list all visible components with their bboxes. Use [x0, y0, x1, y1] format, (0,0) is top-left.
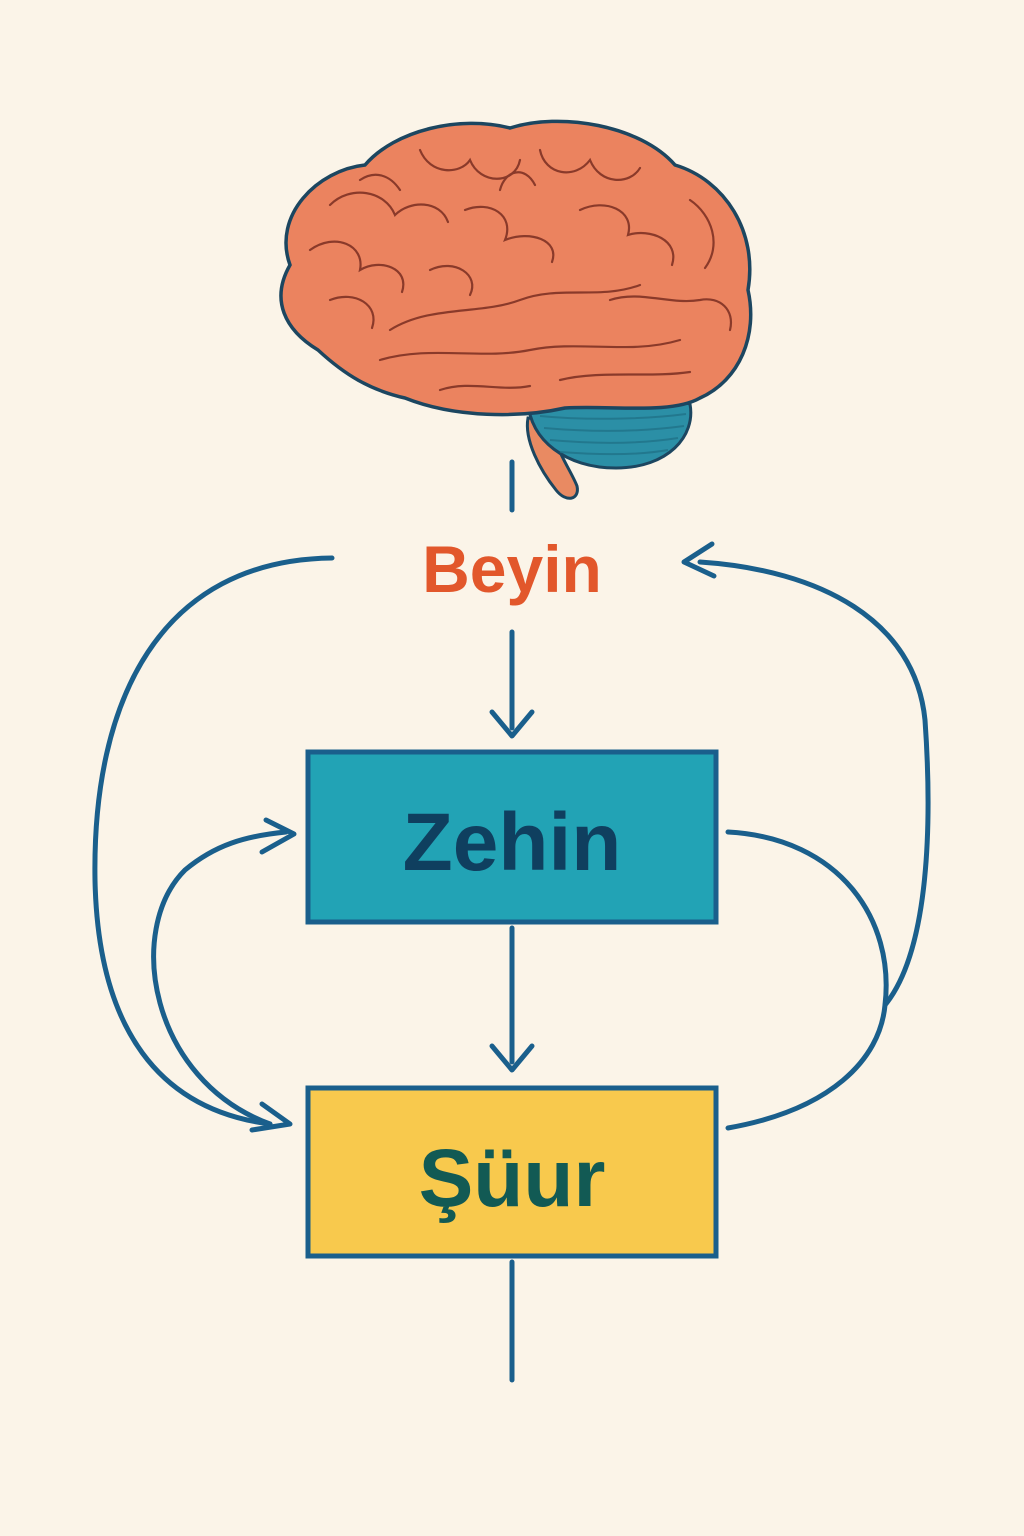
edge-suur-zehin-inner-left: [151, 829, 289, 1127]
suur-node: Şüur: [305, 1085, 719, 1259]
brain-icon: [279, 119, 753, 500]
cerebellum-stripes: [539, 413, 687, 456]
beyin-label: Beyin: [422, 532, 602, 606]
connectors: [92, 459, 931, 1383]
zehin-box: [305, 749, 719, 925]
brain-folds: [308, 148, 733, 392]
edge-suur-beyin-right: [697, 559, 931, 1131]
arrowheads: [249, 541, 717, 1133]
arrowhead-right-beyin: [681, 541, 717, 579]
suur-box: [305, 1085, 719, 1259]
arrowhead-left-suur: [249, 1101, 293, 1133]
suur-label: Şüur: [419, 1133, 606, 1224]
cerebrum-shape: [279, 119, 753, 417]
edge-zehin-right: [725, 829, 889, 1008]
zehin-node: Zehin: [305, 749, 719, 925]
arrowhead-down-zehin: [489, 709, 535, 739]
arrowhead-down-suur: [489, 1043, 535, 1073]
edge-beyin-suur-outer-left: [92, 555, 335, 1127]
zehin-label: Zehin: [403, 797, 622, 888]
arrowhead-left-zehin: [259, 817, 297, 855]
